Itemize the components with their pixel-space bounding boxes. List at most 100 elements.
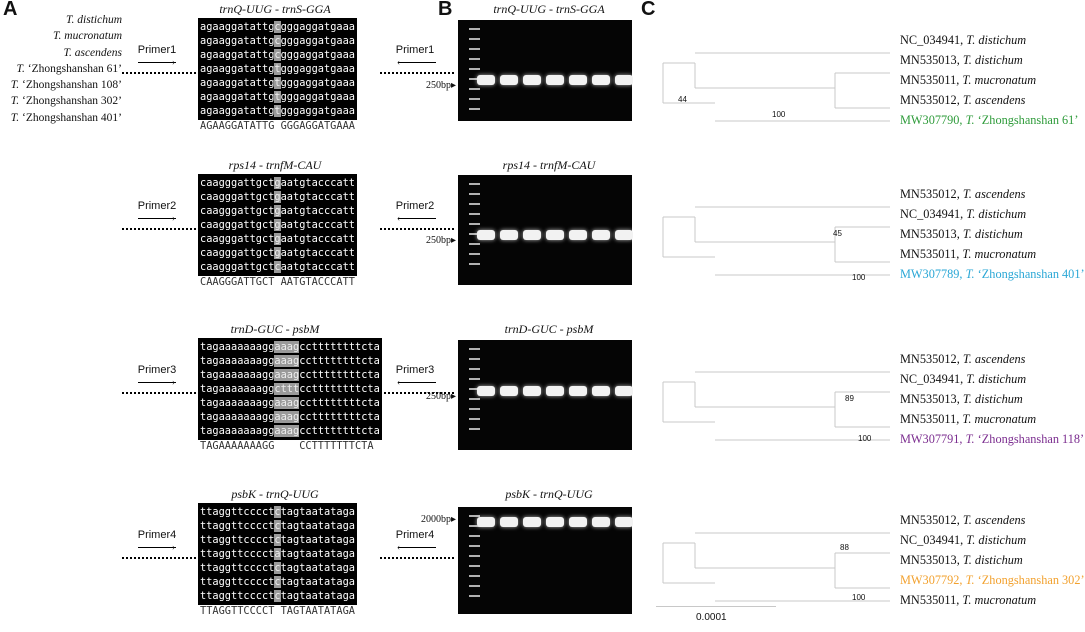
snp-site: c [274,520,281,532]
sequence-right: aatgtacccatt [280,191,356,203]
pcr-band [546,386,564,396]
sequence-right: ccttttttttcta [299,411,380,423]
primer-arrow-right [138,218,176,219]
cultivar: ‘Zhongshanshan 401’ [974,267,1085,281]
species: T. ascendens [962,187,1026,201]
pcr-band [500,517,518,527]
primer-arrow-left [398,218,436,219]
sequence-left: caagggattgct [200,247,275,259]
panel-label-a: A [3,0,18,20]
snp-site: aaag [274,411,300,423]
snp-site: aaag [274,341,300,353]
ladder-band [469,575,480,577]
sequence-left: ttaggttcccct [200,562,275,574]
alignment-row: ttaggttcccctctagtaatataga [200,533,355,547]
snp-site: c [274,35,281,47]
sequence-left: agaaggatattg [200,21,275,33]
snp-site: g [274,219,281,231]
snp-site: g [274,177,281,189]
alignment-row: caagggattgctgaatgtacccatt [200,232,355,246]
species: T. distichum [962,53,1023,67]
bootstrap-value: 45 [833,229,842,238]
taxon-label: T. ascendens [0,45,122,61]
pcr-band [546,230,564,240]
pcr-band [615,75,633,85]
gel-image [458,507,633,614]
ladder-band [469,388,480,390]
sequence-left: tagaaaaaaagg [200,383,275,395]
tree-tip-label: MN535012, T. ascendens [900,513,1025,528]
primer-label-left: Primer3 [137,364,177,376]
sequence-right: ccttttttttcta [299,341,380,353]
snp-site: cttt [274,383,300,395]
alignment-row: ttaggttcccctctagtaatataga [200,589,355,603]
pcr-band [615,230,633,240]
accession: MN535013, [900,392,963,406]
tree-tip-label: MN535011, T. mucronatum [900,73,1036,88]
primer-label-right: Primer1 [395,44,435,56]
cultivar: ‘Zhongshanshan 61’ [974,113,1079,127]
alignment-row: agaaggatattgcgggaggatgaaa [200,20,355,34]
accession: MN535011, [900,247,963,261]
primer-dotted-line-left [122,72,196,74]
accession: NC_034941, [900,33,967,47]
tree-branches [662,371,890,441]
taxon-genus: T. [16,62,25,75]
alignment-row: ttaggttcccctctagtaatataga [200,519,355,533]
species: T. distichum [966,33,1027,47]
snp-site: t [274,77,281,89]
ladder-band [469,555,480,557]
primer-arrow-left [398,62,436,63]
taxon-label: T. distichum [0,12,122,28]
gel-title: trnD-GUC - psbM [504,322,594,336]
sequence-left: tagaaaaaaagg [200,341,275,353]
species: T. distichum [966,533,1027,547]
pcr-band [615,386,633,396]
arrow-head-right: › [172,542,175,552]
accession: MN535012, [900,93,963,107]
species: T. [965,267,975,281]
sequence-right: gggaggatgaaa [280,21,356,33]
species: T. distichum [962,392,1023,406]
primer-dotted-line-right [380,228,454,230]
accession: MN535011, [900,73,963,87]
pcr-band [477,386,495,396]
ladder-band [469,88,480,90]
sequence-left: ttaggttcccct [200,590,275,602]
pcr-band [523,230,541,240]
tree-tip-label: MW307792, T. ‘Zhongshanshan 302’ [900,573,1085,588]
tree-tip-label: MN535013, T. distichum [900,553,1023,568]
pcr-band [569,386,587,396]
ladder-band [469,408,480,410]
sequence-left: tagaaaaaaagg [200,397,275,409]
ladder-band [469,398,480,400]
gel-title: psbK - trnQ-UUG [505,487,593,501]
primer-label-right: Primer4 [395,529,435,541]
pcr-band [477,517,495,527]
cultivar: ‘Zhongshanshan 118’ [974,432,1085,446]
alignment-row: ttaggttcccctctagtaatataga [200,505,355,519]
sequence-left: caagggattgct [200,261,275,273]
species: T. distichum [962,227,1023,241]
bootstrap-value: 100 [772,110,786,119]
pcr-band [569,75,587,85]
arrow-head-left: ‹ [397,213,400,223]
alignment-row: agaaggatattgtgggaggatgaaa [200,76,355,90]
taxon-label: T. ‘Zhongshanshan 108’ [0,77,122,93]
primer-arrow-right [138,547,176,548]
accession: MW307790, [900,113,966,127]
primer-dotted-line-right [380,392,454,394]
tree-tip-label: MN535013, T. distichum [900,392,1023,407]
alignment-row: tagaaaaaaaggaaagccttttttttcta [200,424,380,438]
snp-site: c [274,534,281,546]
ladder-band [469,585,480,587]
tree-branches [662,206,890,276]
ladder-band [469,515,480,517]
arrow-head-right: › [172,377,175,387]
ladder-band [469,253,480,255]
taxon-cultivar: ‘Zhongshanshan 61’ [24,62,122,75]
ladder-band [469,358,480,360]
snp-site: t [274,105,281,117]
